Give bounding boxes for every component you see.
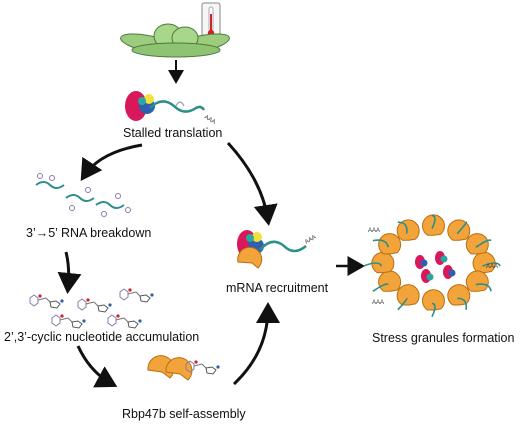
stress-granule-icon xyxy=(363,214,501,317)
granule-protein xyxy=(465,270,489,292)
granule-protein xyxy=(378,270,402,292)
nucleotide-icon xyxy=(29,287,155,329)
granule-protein xyxy=(396,284,420,306)
label-stress-granules: Stress granules formation xyxy=(372,331,515,345)
granule-mrna xyxy=(431,214,436,229)
label-nucleotide-accumulation: 2’,3’-cyclic nucleotide accumulation xyxy=(4,330,200,344)
arrow-to-breakdown xyxy=(80,143,143,181)
rna-fragments-icon xyxy=(35,173,131,217)
granule-mrna xyxy=(397,297,408,311)
polya-label-3: AAA xyxy=(368,228,380,234)
granule-mrna xyxy=(372,239,389,248)
granule-mrna xyxy=(372,283,389,292)
granule-mrna xyxy=(431,302,436,317)
granule-mrna xyxy=(475,283,492,292)
granule-protein xyxy=(421,289,445,311)
granule-protein xyxy=(472,251,496,274)
arrow-to-accumulation xyxy=(57,251,82,294)
granule-protein xyxy=(447,284,471,306)
arrow-to-recruitment-2 xyxy=(232,302,280,386)
granule-mrna xyxy=(397,221,408,234)
granule-factor xyxy=(420,259,428,267)
ribosome-icon xyxy=(125,91,206,121)
polya-label-5: AAA xyxy=(372,300,384,306)
recruitment-complex-icon xyxy=(237,230,307,269)
thermometer-icon xyxy=(201,2,221,40)
granule-mrna xyxy=(475,239,492,248)
polya-label-1: AAA xyxy=(203,115,216,126)
granule-factor xyxy=(448,269,456,277)
granule-protein xyxy=(378,233,402,255)
polya-label-4: AAA xyxy=(486,264,498,270)
label-rbp47b-self-assembly: Rbp47b self-assembly xyxy=(122,407,246,421)
rbp47b-icon xyxy=(147,355,221,381)
granule-mrna xyxy=(456,221,468,235)
plant-icon xyxy=(120,23,230,58)
label-rna-breakdown: 3’→5’ RNA breakdown xyxy=(26,226,152,240)
granule-mrna xyxy=(482,262,501,267)
granule-factor xyxy=(440,255,448,263)
granule-mrna xyxy=(457,297,468,310)
polya-label-2: AAA xyxy=(304,235,317,246)
granule-protein xyxy=(396,219,420,241)
granule-mrna xyxy=(363,262,383,267)
arrow-to-self-assembly xyxy=(76,345,118,388)
label-mrna-recruitment: mRNA recruitment xyxy=(226,281,329,295)
arrow-to-recruitment xyxy=(226,141,278,226)
label-stalled-translation: Stalled translation xyxy=(123,126,223,140)
granule-factor xyxy=(426,273,434,281)
granule-protein xyxy=(465,233,489,255)
